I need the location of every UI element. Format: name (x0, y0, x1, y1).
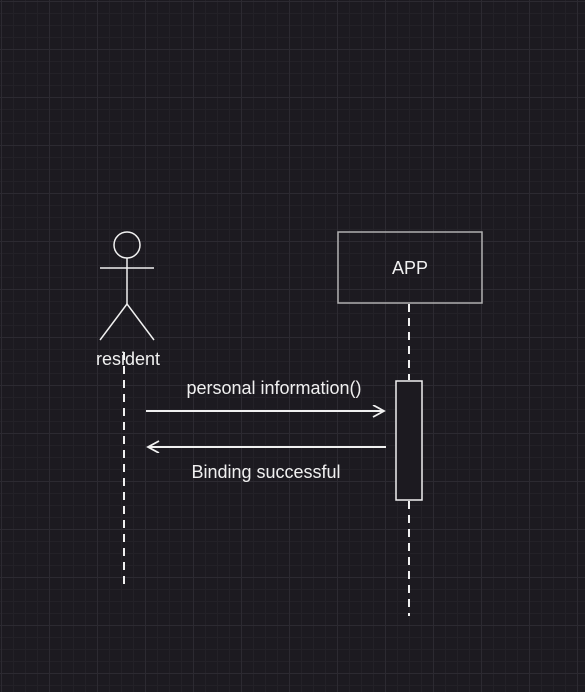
actor-left-leg (99, 303, 128, 341)
participant-label: APP (392, 258, 428, 278)
actor-resident[interactable] (99, 231, 155, 341)
actor-head (113, 231, 141, 259)
message-request-label: personal information() (186, 378, 361, 398)
message-response-label: Binding successful (191, 462, 340, 482)
activation-bar[interactable] (395, 380, 423, 501)
participant-app-box[interactable] (337, 231, 483, 304)
actor-label: resident (96, 349, 160, 369)
actor-right-leg (126, 303, 155, 341)
